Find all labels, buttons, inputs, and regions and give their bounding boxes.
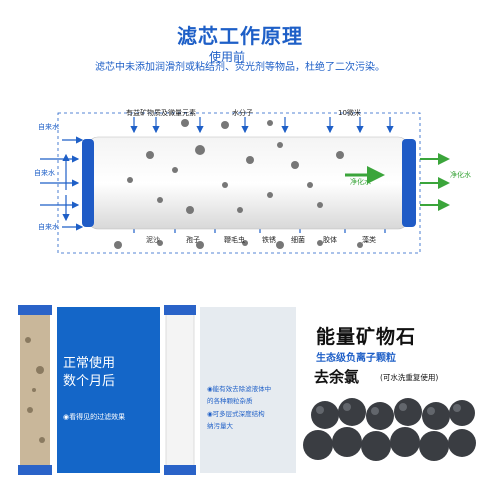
before-use-line-4: 纳污量大 [207, 422, 233, 430]
label-bacteria: 细菌 [291, 236, 305, 244]
mineral-title: 能量矿物石 [316, 326, 417, 348]
mineral-feature: 去余氯 [314, 368, 360, 386]
after-use-panel [57, 307, 160, 473]
filter-images [18, 305, 476, 475]
label-inner-outlet: 净化水 [350, 178, 371, 186]
label-colloid: 胶体 [323, 236, 337, 244]
after-use-line1: 正常使用 [63, 356, 116, 371]
label-flagellates: 鞭毛虫 [224, 236, 245, 244]
before-use-line-2: 的各种颗粒杂质 [207, 397, 253, 405]
page-title: 滤芯工作原理 [177, 24, 303, 48]
label-sand: 泥沙 [146, 236, 160, 244]
before-use-line-1: ◉能有效去除滤液体中 [207, 385, 272, 393]
after-use-line2: 数个月后 [63, 374, 116, 389]
before-use-heading: 使用前 [209, 50, 246, 64]
filter-diagram-graphic [40, 112, 450, 254]
before-use-line-3: ◉可多层式深度结构 [207, 410, 265, 418]
page-subtitle: 滤芯中未添加润滑剂或粘结剂、荧光剂等物品，杜绝了二次污染。 [95, 62, 385, 73]
label-water-molecule: 水分子 [232, 109, 253, 117]
mineral-subtitle: 生态级负离子颗粒 [316, 353, 396, 364]
label-inlet-mid: 自来水 [34, 169, 55, 177]
label-algae: 藻类 [362, 236, 376, 244]
label-10-micron: 10微米 [338, 109, 361, 117]
label-minerals: 有益矿物质及微量元素 [126, 109, 196, 117]
label-rust: 铁锈 [262, 236, 276, 244]
comparison-panels [0, 300, 480, 475]
label-inlet-top: 自来水 [38, 123, 59, 131]
label-inlet-bottom: 自来水 [38, 223, 59, 231]
before-use-panel [200, 307, 296, 473]
after-use-caption: ◉看得见的过滤效果 [63, 413, 126, 421]
filter-diagram: 有益矿物质及微量元素 水分子 10微米 自来水 自来水 自来水 净化水 净化水 … [0, 95, 480, 275]
mineral-note: (可水洗重复使用) [380, 373, 439, 382]
label-spores: 孢子 [186, 236, 200, 244]
label-outlet: 净化水 [450, 171, 471, 179]
